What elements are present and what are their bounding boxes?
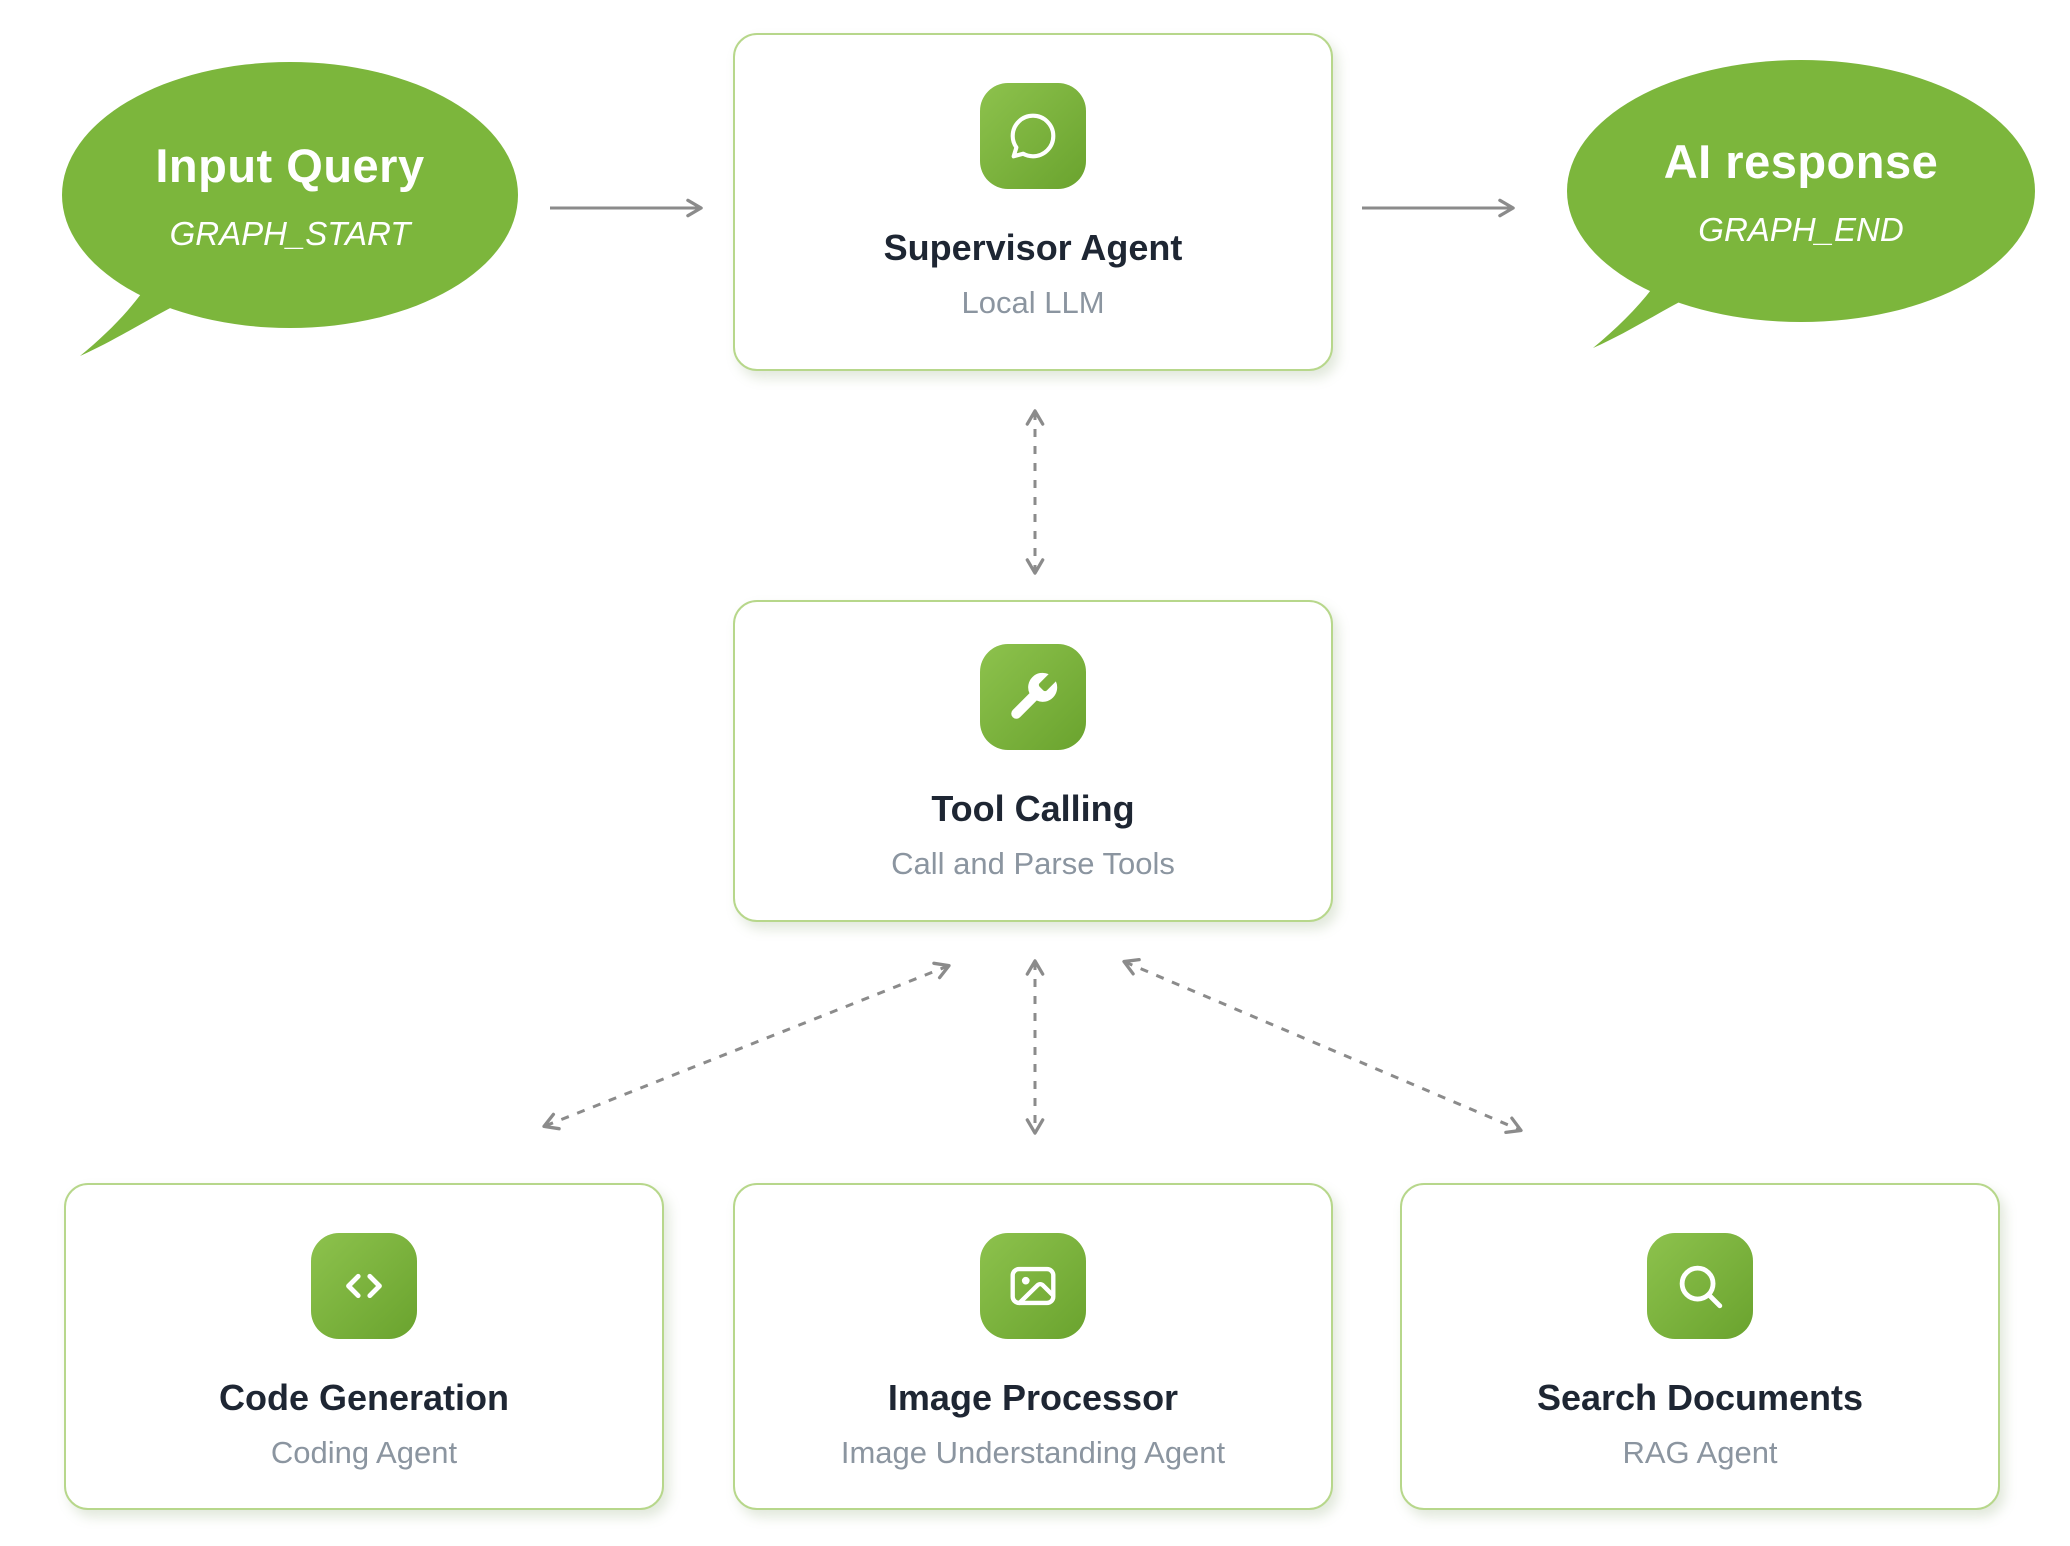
wrench-icon [980,644,1086,750]
search-documents-title: Search Documents [1536,1377,1864,1418]
arrow-tool-calling-code-generation [542,961,951,1131]
code-generation-card: Code Generation Coding Agent [64,1183,664,1510]
bubble-tail [1593,260,1695,348]
code-generation-subtitle: Coding Agent [270,1435,458,1470]
image-processor-title: Image Processor [887,1377,1179,1418]
image-icon [980,1233,1086,1339]
search-documents-card: Search Documents RAG Agent [1400,1183,2000,1510]
supervisor-agent-subtitle: Local LLM [961,285,1105,320]
code-icon [311,1233,417,1339]
supervisor-agent-title: Supervisor Agent [883,227,1183,268]
ai-response-bubble: AI response GRAPH_END [1567,60,2035,348]
ai-response-title: AI response [1663,134,1939,188]
search-icon [1647,1233,1753,1339]
image-processor-subtitle: Image Understanding Agent [840,1435,1226,1470]
tool-calling-title: Tool Calling [931,788,1135,829]
code-generation-title: Code Generation [218,1377,510,1418]
tool-calling-subtitle: Call and Parse Tools [891,846,1175,881]
image-processor-card: Image Processor Image Understanding Agen… [733,1183,1333,1510]
search-documents-subtitle: RAG Agent [1622,1435,1778,1470]
chat-icon [980,83,1086,189]
supervisor-agent-card: Supervisor Agent Local LLM [733,33,1333,371]
input-query-bubble: Input Query GRAPH_START [62,62,518,356]
input-query-subtitle: GRAPH_START [169,214,411,252]
arrow-tool-calling-search-documents [1122,958,1523,1134]
ai-response-subtitle: GRAPH_END [1698,210,1904,248]
tool-calling-card: Tool Calling Call and Parse Tools [733,600,1333,922]
input-query-title: Input Query [155,138,425,192]
bubble-tail [80,268,182,356]
